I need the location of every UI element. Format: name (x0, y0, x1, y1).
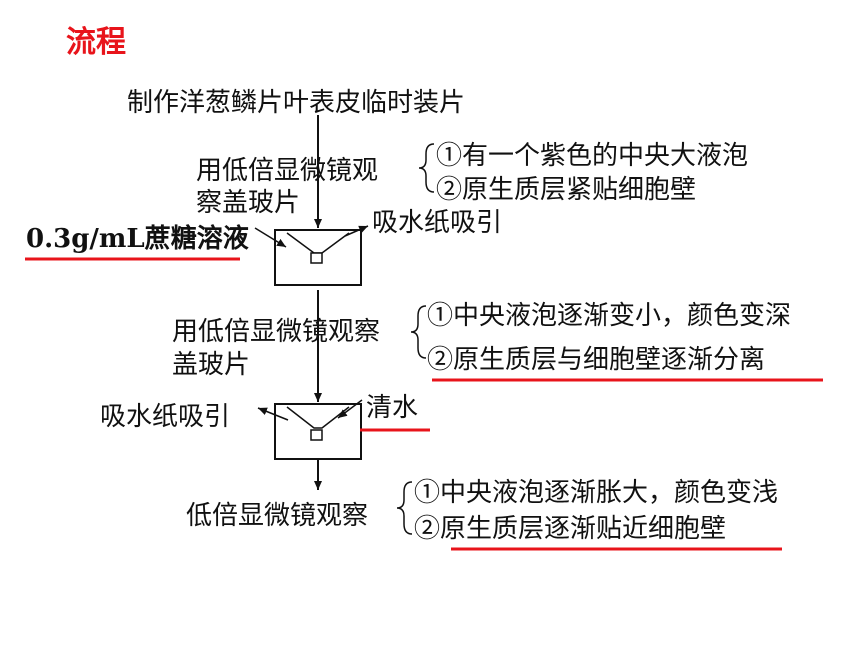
observe1-label-line1: 用低倍显微镜观 (196, 156, 379, 186)
reagent-water: 清水 (366, 393, 419, 423)
absorb2-label: 吸水纸吸引 (100, 402, 231, 432)
obs1-item2: ②原生质层紧贴细胞壁 (436, 175, 697, 205)
arrow-absorb2 (257, 407, 289, 421)
brace-1 (418, 143, 435, 193)
coverslip-1-lines (286, 232, 350, 254)
observe2-label-line2: 盖玻片 (172, 350, 251, 380)
brace-3 (396, 481, 413, 535)
obs2-item2: ②原生质层与细胞壁逐渐分离 (427, 345, 766, 375)
reagent-sucrose: 0.3g/mL蔗糖溶液 (26, 224, 249, 254)
coverslip-2-lines (286, 406, 350, 429)
coverslip-1 (310, 252, 323, 264)
arrow-absorb1 (344, 225, 369, 237)
observe2-label-line1: 用低倍显微镜观察 (172, 317, 381, 347)
slide-1 (274, 229, 362, 286)
obs2-item1: ①中央液泡逐渐变小，颜色变深 (427, 301, 792, 331)
obs3-item2: ②原生质层逐渐贴近细胞壁 (414, 514, 727, 544)
arrow-reagent2 (337, 399, 363, 419)
coverslip-2 (310, 429, 323, 441)
step-make-slide: 制作洋葱鳞片叶表皮临时装片 (127, 88, 466, 118)
observe3-label: 低倍显微镜观察 (186, 501, 369, 531)
observe1-label-line2: 察盖玻片 (196, 188, 301, 218)
brace-2 (410, 305, 427, 359)
obs3-item1: ①中央液泡逐渐胀大，颜色变浅 (414, 478, 779, 508)
page-title: 流程 (66, 25, 126, 60)
arrow-reagent1 (254, 227, 287, 248)
absorb1-label: 吸水纸吸引 (372, 208, 503, 238)
obs1-item1: ①有一个紫色的中央大液泡 (436, 141, 749, 171)
